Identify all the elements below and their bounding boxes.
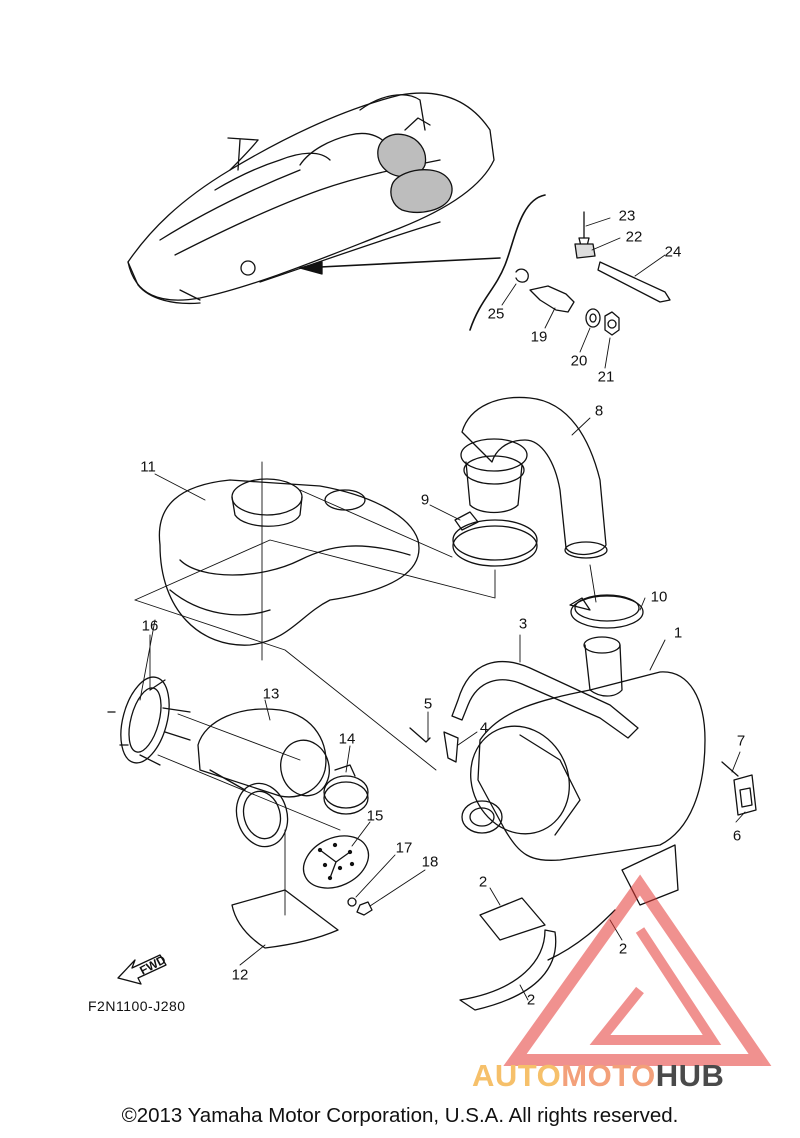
callout-13: 13 <box>262 685 280 703</box>
copyright-notice: ©2013 Yamaha Motor Corporation, U.S.A. A… <box>121 1104 679 1127</box>
strap-part-3 <box>451 661 639 739</box>
callout-22: 22 <box>625 228 643 246</box>
screw-part-7 <box>721 761 739 777</box>
washer-nut-17-18 <box>347 897 373 916</box>
assembly-guide-lines <box>134 461 597 916</box>
automotohub-logo-icon <box>503 874 772 1066</box>
callout-21: 21 <box>597 368 615 386</box>
callout-5: 5 <box>423 695 433 713</box>
water-lock-part-11 <box>158 478 420 646</box>
bracket-part-4 <box>443 731 459 763</box>
callout-1: 1 <box>673 624 683 642</box>
watermark-auto: AUTO <box>472 1058 562 1093</box>
callout-23: 23 <box>618 207 636 225</box>
clamp-part-14 <box>323 764 369 815</box>
callout-20: 20 <box>570 352 588 370</box>
callout-10: 10 <box>650 588 668 606</box>
callout-25: 25 <box>487 305 505 323</box>
callout-3: 3 <box>518 615 528 633</box>
gasket-part-16 <box>107 676 191 766</box>
callout-19: 19 <box>530 328 548 346</box>
callout-2: 2 <box>478 873 488 891</box>
forward-arrow-icon <box>117 954 167 985</box>
callout-9: 9 <box>420 491 430 509</box>
watercraft-illustration <box>127 92 546 331</box>
watermark-moto: MOTO <box>561 1058 656 1093</box>
callout-8: 8 <box>594 402 604 420</box>
callout-16: 16 <box>141 617 159 635</box>
callout-15: 15 <box>366 807 384 825</box>
watermark-brand: AUTOMOTOHUB <box>472 1058 724 1094</box>
muffler-part-1 <box>461 636 706 861</box>
drain-fitting-hardware <box>515 211 671 336</box>
rivet-part-5 <box>409 727 431 743</box>
callout-17: 17 <box>395 839 413 857</box>
callout-18: 18 <box>421 853 439 871</box>
exhaust-pipe-part-8 <box>460 396 608 559</box>
plate-part-15 <box>302 835 370 889</box>
callout-4: 4 <box>479 719 489 737</box>
callout-12: 12 <box>231 966 249 984</box>
bracket-part-6 <box>733 774 757 816</box>
callout-11: 11 <box>140 458 156 476</box>
callout-leaders <box>149 217 746 1001</box>
figure-code: F2N1100-J280 <box>88 998 186 1014</box>
callout-7: 7 <box>736 732 746 750</box>
callout-24: 24 <box>664 243 682 261</box>
watermark-hub: HUB <box>655 1058 725 1093</box>
heat-shield-part-12 <box>231 889 339 949</box>
callout-2: 2 <box>526 991 536 1009</box>
callout-14: 14 <box>338 730 356 748</box>
clamp-part-10 <box>569 594 644 629</box>
callout-6: 6 <box>732 827 742 845</box>
clamp-part-9 <box>452 511 538 567</box>
duct-part-13 <box>197 708 330 848</box>
callout-2: 2 <box>618 940 628 958</box>
